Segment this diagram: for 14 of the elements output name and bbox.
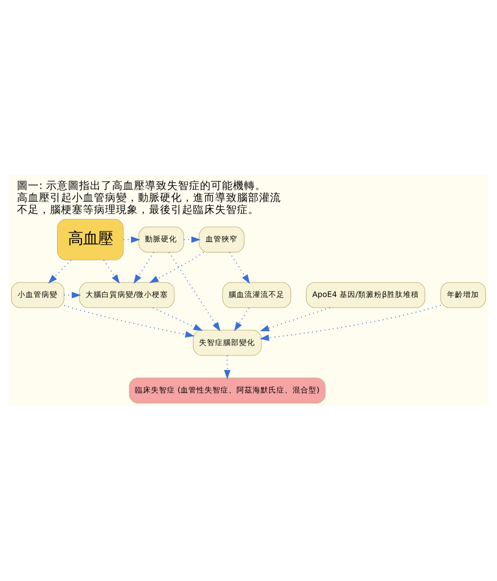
arrow [224,356,231,380]
arrow [260,307,330,332]
arrow [134,252,154,284]
arrow [260,304,441,341]
arrow [64,304,195,338]
arrow [228,252,250,284]
arrow [149,252,204,284]
arrow [168,252,220,332]
diagram-title: 圖一: 示意圖指出了高血壓導致失智症的可能機轉。高血壓引起小血管病變，動脈硬化，進而導致腦部灌流不足，腦梗塞等病理現象，最後引起臨床失智症。 [16,180,281,216]
arrow [103,260,120,284]
arrow [234,308,250,332]
arrow [152,307,203,331]
arrow [48,260,72,284]
node-box: 高血壓 [57,218,124,260]
